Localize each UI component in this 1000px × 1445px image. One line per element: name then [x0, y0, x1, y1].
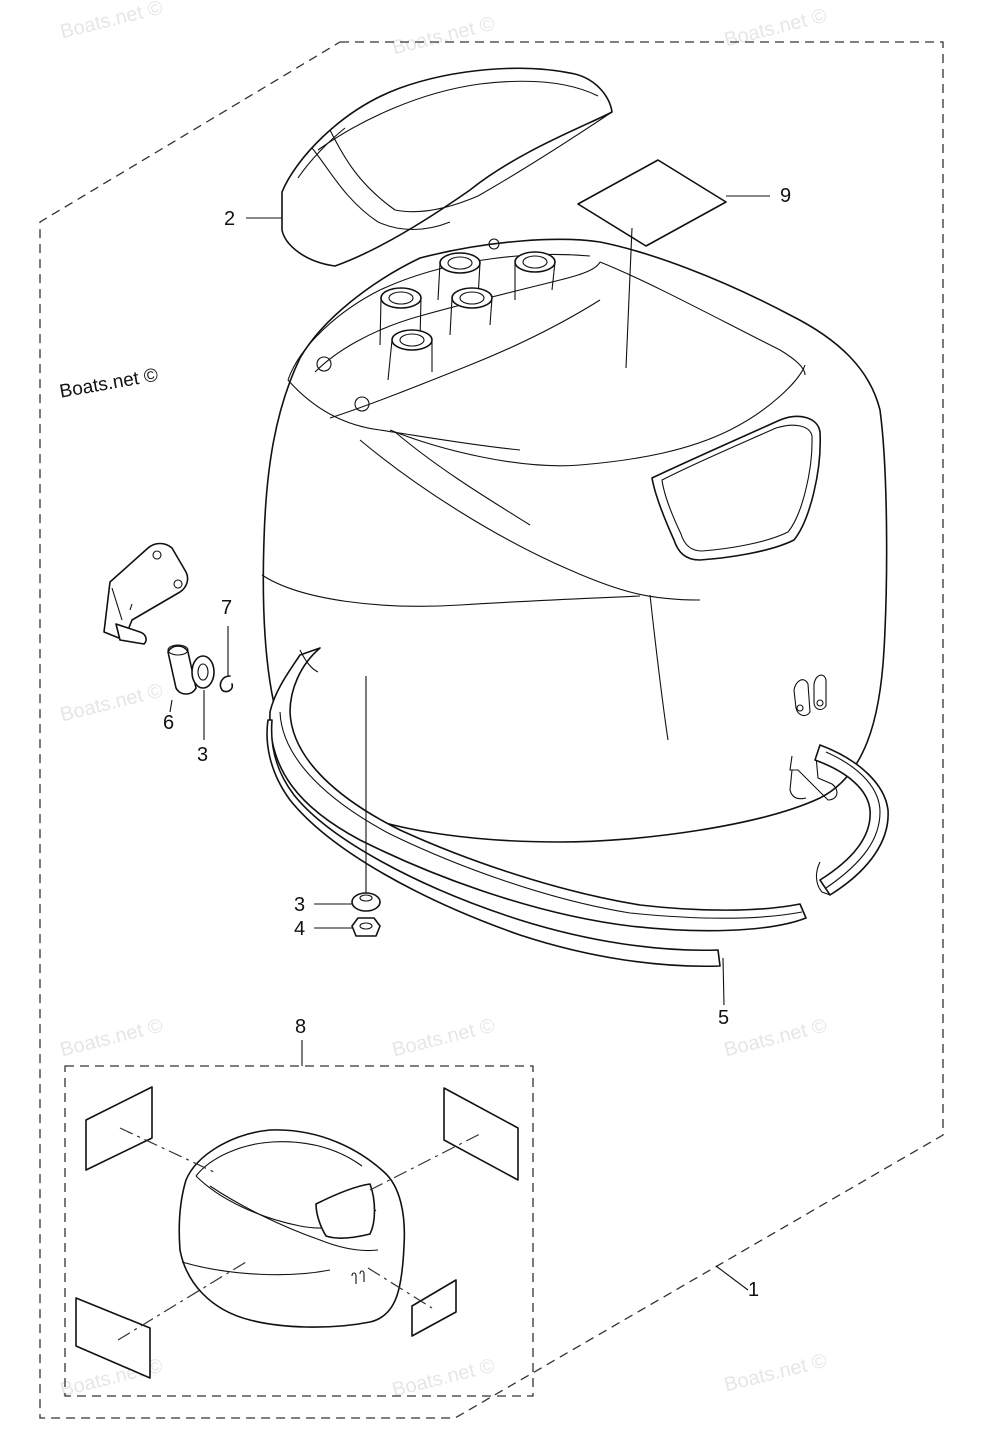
leader-6: [169, 699, 173, 713]
callout-7: 7: [221, 597, 233, 619]
latch-bracket-part: [103, 542, 189, 645]
callout-1: 1: [748, 1279, 760, 1301]
callout-3-upper: 3: [197, 744, 209, 766]
callout-6: 6: [163, 712, 175, 734]
assembly-boundary: [39, 41, 944, 1419]
callout-9: 9: [780, 185, 792, 207]
top-decal-part: [577, 159, 727, 247]
callout-2: 2: [224, 208, 236, 230]
callout-8: 8: [295, 1016, 307, 1038]
leader-1: [715, 1265, 749, 1291]
washer-part: [191, 655, 215, 689]
seal-part: [266, 647, 889, 968]
callout-3-lower: 3: [294, 894, 306, 916]
decal-kit-part: [75, 1086, 519, 1379]
nut-part: [351, 917, 381, 937]
grommet-part: [351, 892, 381, 912]
cowling-part: [261, 238, 888, 843]
top-cap-part: [281, 67, 613, 267]
decal-set-boundary: [64, 1065, 534, 1397]
bushing-part: [167, 644, 197, 695]
callout-4: 4: [294, 918, 306, 940]
callout-5: 5: [718, 1007, 730, 1029]
clip-part: [219, 675, 234, 693]
leader-5: [722, 957, 725, 1006]
